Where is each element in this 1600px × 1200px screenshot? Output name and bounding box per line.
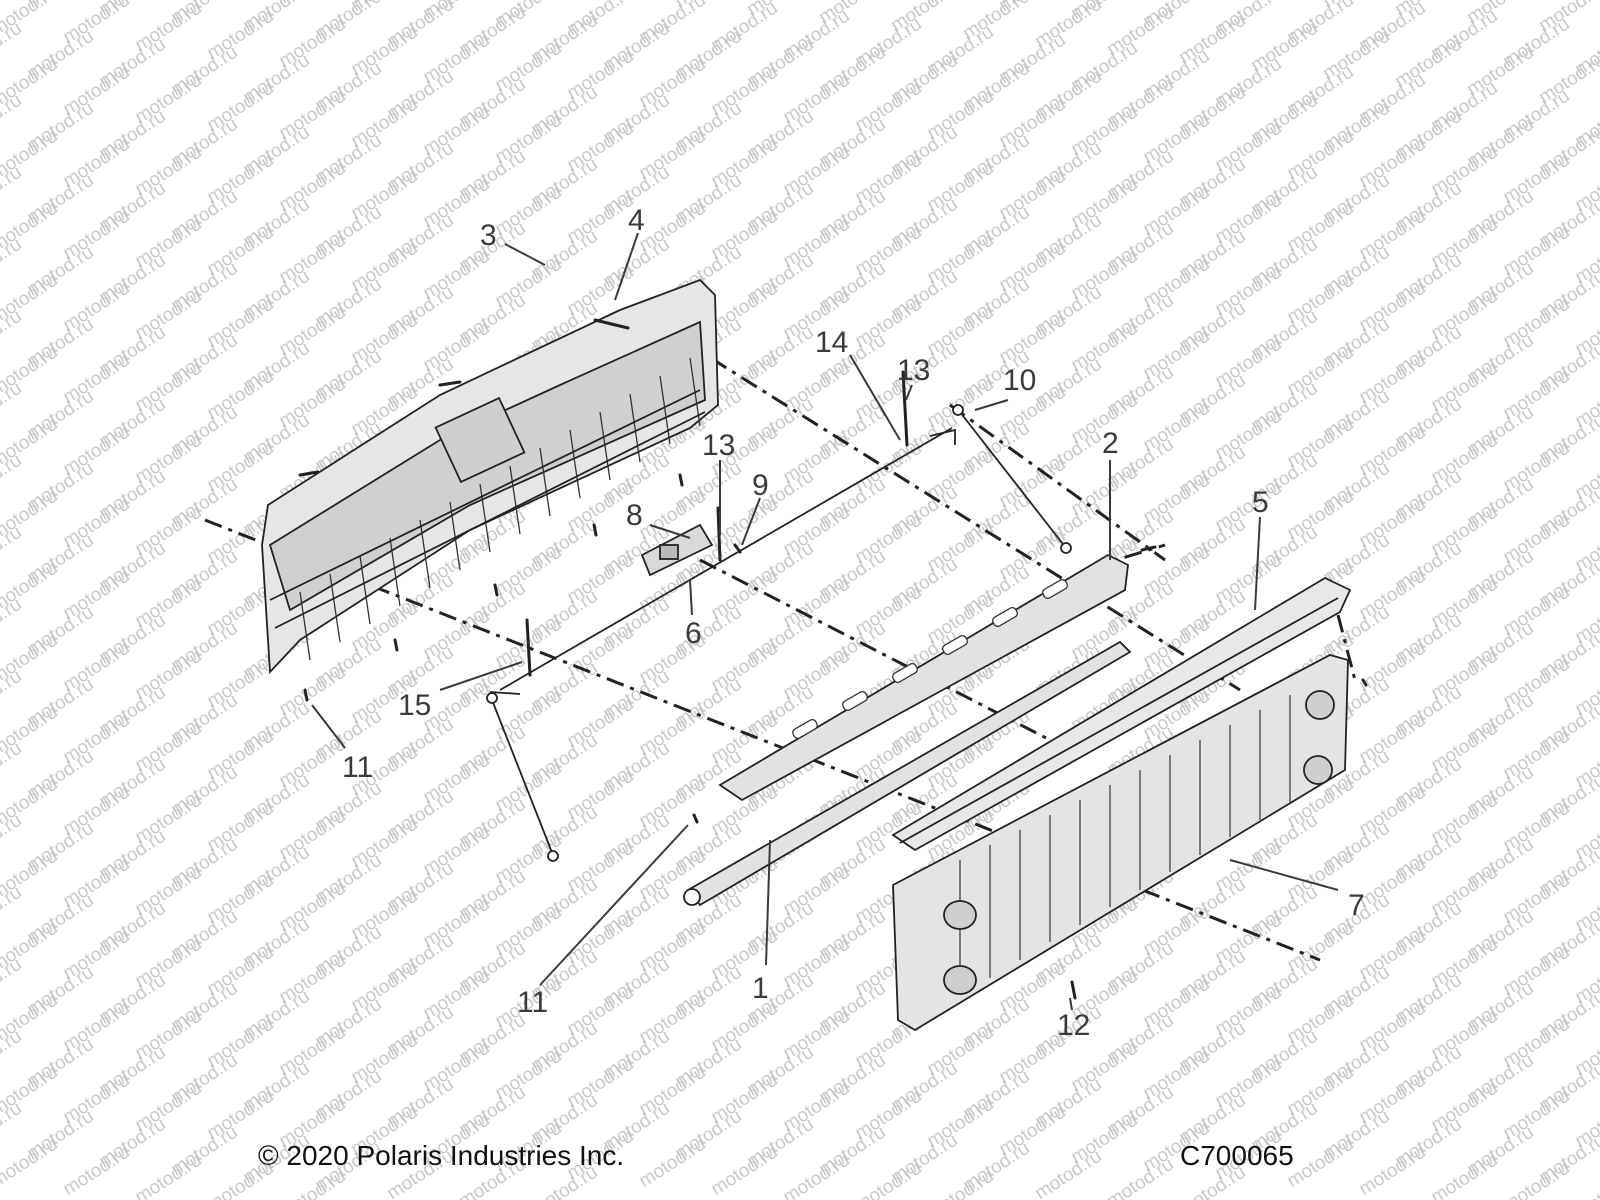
callout-14: 14 [815,326,848,359]
callout-3: 3 [480,219,497,252]
callout-8: 8 [626,499,643,532]
watermark-text: motod.ru [635,1134,709,1192]
watermark-text: motod.ru [0,738,26,796]
watermark-text: motod.ru [0,450,26,508]
watermark-text: motod.ru [0,522,26,580]
watermark-text: motod.ru [131,1150,205,1200]
watermark-text: motod.ru [0,306,26,364]
watermark-text: motod.ru [1355,1142,1429,1200]
watermark-text: motod.ru [0,1026,26,1084]
watermark-text: motod.ru [1283,1134,1357,1192]
drawing-code: C700065 [1180,1140,1294,1171]
watermark-text: motod.ru [0,810,26,868]
callout-6: 6 [685,617,702,650]
watermark-text: motod.ru [0,234,26,292]
watermark-text: motod.ru [923,1166,997,1200]
watermark-text: motod.ru [0,666,26,724]
callout-5: 5 [1252,486,1269,519]
callout-13-mid: 13 [702,429,735,462]
watermark-text: motod.ru [0,18,26,76]
callout-12: 12 [1057,1009,1090,1042]
watermark-text: motod.ru [0,594,26,652]
callout-2: 2 [1102,427,1119,460]
callout-13-top: 13 [897,354,930,387]
callout-1: 1 [752,972,769,1005]
watermark-text: motod.ru [59,1142,133,1200]
callout-11-bottom: 11 [517,986,548,1019]
watermark-text: motod.ru [779,1150,853,1200]
watermark-text: motod.ru [1571,1166,1600,1200]
watermark-text: motod.ru [851,1158,925,1200]
watermark-text: motod.ru [0,90,26,148]
callout-4: 4 [628,204,645,237]
watermark-text: motod.ru [0,1098,26,1156]
callout-11-left: 11 [342,751,373,784]
watermark-text: motod.ru [0,378,26,436]
callout-10: 10 [1003,364,1036,397]
watermark-text: motod.ru [707,1142,781,1200]
callout-7: 7 [1348,889,1365,922]
watermark-text: motod.ru [1427,1150,1501,1200]
callout-15: 15 [398,689,431,722]
watermark-text: motod.ru [0,162,26,220]
watermark-text: motod.ru [1499,1158,1573,1200]
watermark-text: motod.ru [0,882,26,940]
copyright-notice: © 2020 Polaris Industries Inc. [258,1140,625,1171]
callout-9: 9 [752,469,769,502]
watermark-text: motod.ru [0,954,26,1012]
